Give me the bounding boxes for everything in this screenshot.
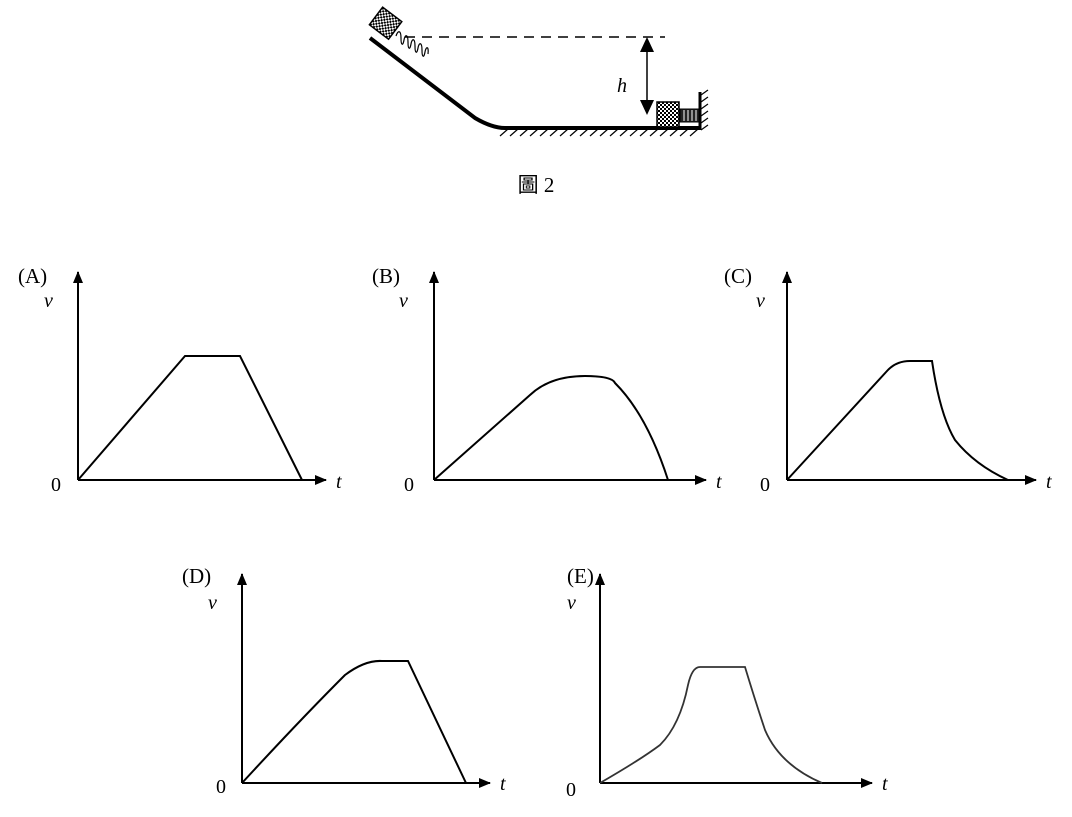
block-at-bottom	[656, 101, 680, 128]
graph-c-y-label: v	[756, 290, 765, 312]
graph-b-x-label: t	[716, 471, 722, 493]
graph-e-y-label: v	[567, 592, 576, 614]
graph-d: (D) v 0 t	[182, 564, 506, 798]
graph-e-origin-label: 0	[566, 779, 576, 801]
graph-b: (B) v 0 t	[372, 264, 722, 496]
graph-a-curve	[77, 355, 303, 481]
graph-b-origin-label: 0	[404, 474, 414, 496]
figure-caption: 圖 2	[518, 173, 555, 197]
ramp-diagram: h 圖 2	[368, 6, 709, 197]
graph-b-y-label: v	[399, 290, 408, 312]
wall-spring	[679, 108, 700, 123]
graph-d-curve	[241, 659, 467, 784]
graph-a-origin-label: 0	[51, 474, 61, 496]
graph-e-x-label: t	[882, 773, 888, 795]
graph-d-y-label: v	[208, 592, 217, 614]
ramp-surface	[368, 36, 700, 130]
graph-a-x-label: t	[336, 471, 342, 493]
spring-on-ramp	[395, 31, 429, 57]
graph-c-curve	[786, 360, 1009, 481]
graph-b-label: (B)	[372, 264, 400, 288]
graph-e-curve	[599, 666, 823, 784]
graph-e-label: (E)	[567, 564, 594, 588]
graph-e: (E) v 0 t	[566, 564, 888, 801]
wall-hatch	[700, 89, 709, 131]
graph-c-x-label: t	[1046, 471, 1052, 493]
graph-b-curve	[433, 374, 669, 481]
graph-a-y-label: v	[44, 290, 53, 312]
block-on-ramp	[368, 6, 403, 41]
height-label: h	[617, 75, 627, 97]
graph-c-label: (C)	[724, 264, 752, 288]
ground-hatch	[499, 128, 699, 137]
graph-c: (C) v 0 t	[724, 264, 1052, 496]
graph-a: (A) v 0 t	[18, 264, 342, 496]
graph-a-label: (A)	[18, 264, 47, 288]
graph-d-origin-label: 0	[216, 776, 226, 798]
graph-d-x-label: t	[500, 773, 506, 795]
graph-c-origin-label: 0	[760, 474, 770, 496]
graph-d-label: (D)	[182, 564, 211, 588]
